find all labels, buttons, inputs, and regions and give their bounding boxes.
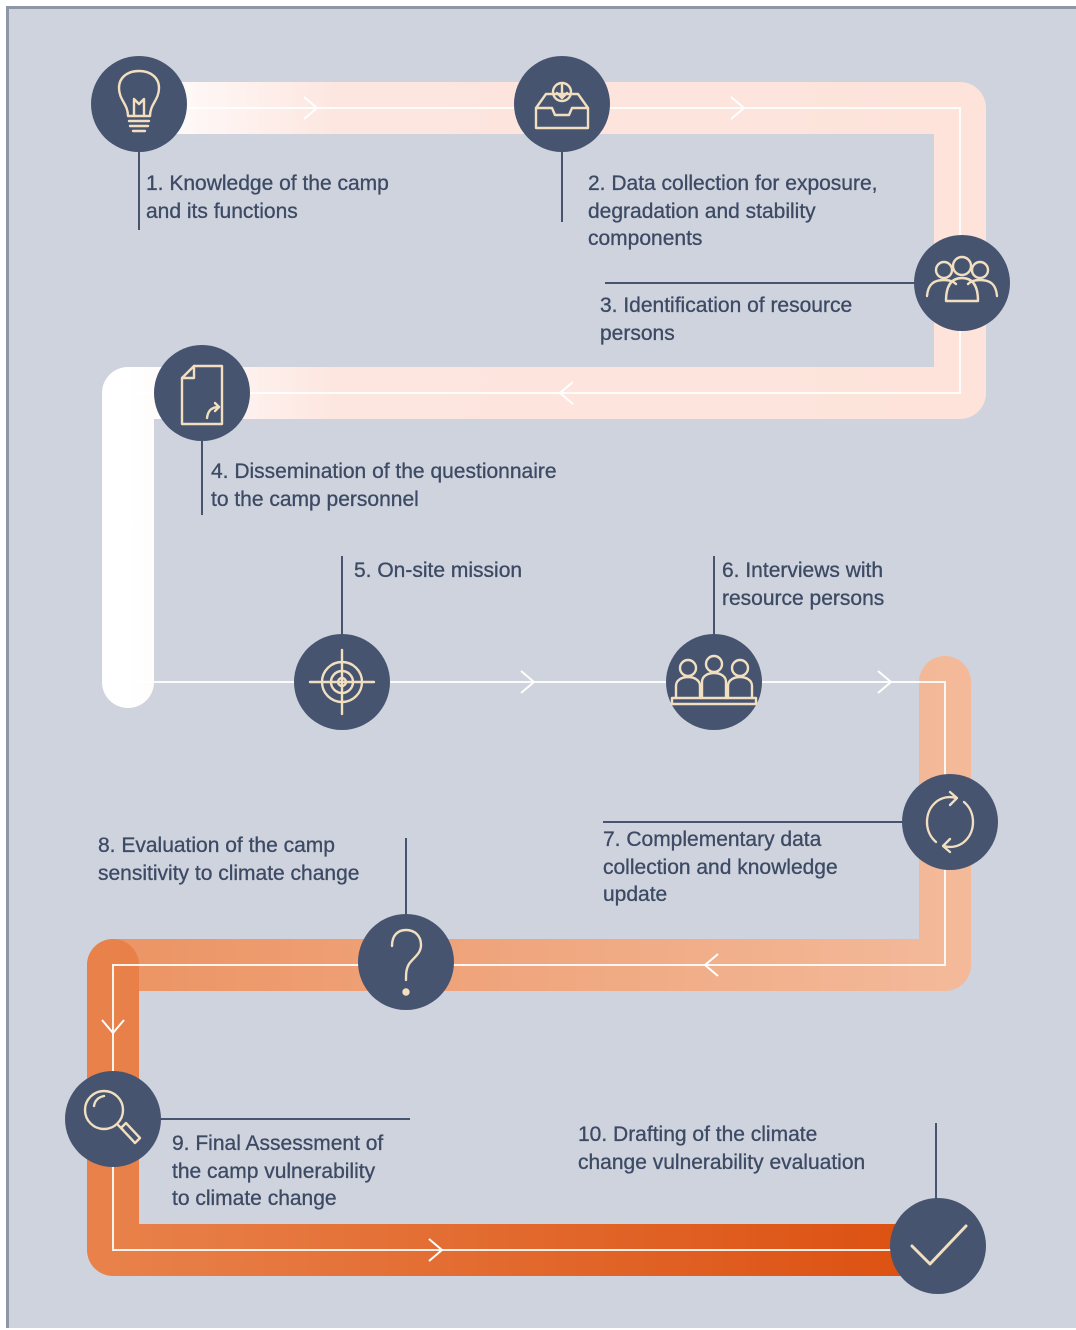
- arrow-right-5: [428, 1238, 444, 1262]
- arrow-right-2: [730, 96, 746, 120]
- step1-label: 1. Knowledge of the camp and its functio…: [146, 172, 389, 223]
- step7-label: 7. Complementary data collection and kno…: [603, 828, 838, 906]
- step4-label: 4. Dissemination of the questionnaire to…: [211, 460, 557, 511]
- step-nodes: [65, 56, 1010, 1294]
- arrow-right-4: [877, 670, 893, 694]
- step5-label: 5. On-site mission: [354, 559, 523, 582]
- arrow-right-3: [520, 670, 536, 694]
- document-share-icon: [180, 364, 224, 426]
- connector-lines: [138, 140, 937, 1202]
- path-band: [87, 82, 986, 1276]
- direction-arrows: [101, 96, 893, 1262]
- step10-label: 10. Drafting of the climate change vulne…: [578, 1123, 866, 1174]
- lightbulb-icon: [117, 69, 161, 133]
- node-step6: [666, 634, 762, 730]
- node-step9: [65, 1071, 161, 1167]
- arrow-down-1: [116, 517, 140, 533]
- step9-label: 9. Final Assessment of the camp vulnerab…: [172, 1132, 384, 1210]
- node-step7: [902, 774, 998, 870]
- question-mark-icon: [390, 928, 423, 996]
- node-step4: [154, 345, 250, 441]
- magnifier-icon: [83, 1089, 142, 1145]
- meeting-icon: [670, 654, 758, 706]
- arrow-down-2: [101, 1019, 125, 1035]
- node-step10: [890, 1198, 986, 1294]
- node-step8: [358, 914, 454, 1010]
- node-step2: [514, 56, 610, 152]
- step3-label: 3. Identification of resource persons: [600, 294, 853, 345]
- refresh-icon: [925, 790, 975, 854]
- node-step5: [294, 634, 390, 730]
- people-group-icon: [925, 255, 999, 303]
- step6-label: 6. Interviews with resource persons: [722, 559, 885, 610]
- checkmark-icon: [910, 1224, 968, 1266]
- arrow-left-2: [703, 953, 719, 977]
- arrow-left-1: [558, 381, 574, 405]
- inbox-download-icon: [534, 81, 590, 130]
- step2-label: 2. Data collection for exposure, degrada…: [588, 172, 878, 250]
- arrow-right-1: [303, 96, 319, 120]
- target-icon: [308, 648, 376, 716]
- node-step1: [91, 56, 187, 152]
- step8-label: 8. Evaluation of the camp sensitivity to…: [98, 834, 360, 885]
- node-step3: [914, 235, 1010, 331]
